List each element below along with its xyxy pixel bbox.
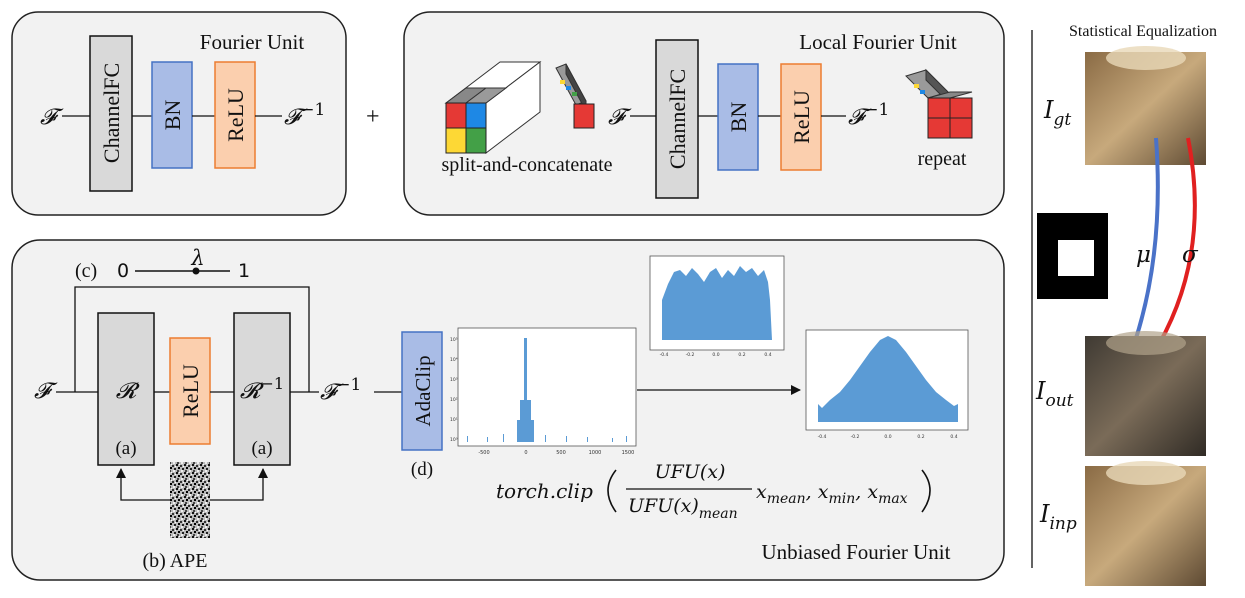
image-gt [1085, 52, 1206, 165]
lfu-channelfc-label: ChannelFC [665, 69, 690, 169]
lfu-channelfc-block [655, 39, 699, 199]
hist2-tick: 0.0 [712, 352, 719, 358]
fu-relu-label: ReLU [223, 88, 248, 142]
histogram-clipped-flat: -0.4 -0.2 0.0 0.2 0.4 [649, 255, 785, 358]
hist1-ytick: 10⁴ [450, 357, 458, 363]
mu-label: μ [1136, 242, 1151, 268]
svg-text:xmean, xmin, xmax: xmean, xmin, xmax [756, 481, 908, 507]
ufu-relu-label: ReLU [178, 364, 203, 418]
sigma-label: σ [1182, 242, 1199, 268]
fu-bn-block [151, 61, 193, 169]
hist1-ytick: 10⁰ [450, 437, 458, 443]
hist3-tick: 0.2 [917, 434, 924, 440]
fourier-unit-panel: Fourier Unit 𝓕 ChannelFC BN ReLU 𝓕−1 [11, 11, 347, 216]
unbiased-fourier-unit-title: Unbiased Fourier Unit [762, 540, 951, 564]
statistical-equalization-panel: Statistical Equalization Igt μ σ Iout Ii… [1035, 23, 1217, 586]
fu-channelfc-block [89, 35, 133, 192]
concatenated-cube-icon [555, 63, 595, 129]
local-fourier-unit-panel: Local Fourier Unit split-and-concatenate… [403, 11, 1005, 216]
histogram-equalized: -0.4 -0.2 0.0 0.2 0.4 [805, 329, 969, 440]
repeat-label: repeat [918, 148, 967, 170]
r-inverse-block [233, 312, 291, 466]
fu-bn-label: BN [160, 100, 185, 131]
fu-channelfc-label: ChannelFC [99, 63, 124, 163]
i-inp-label: Iinp [1039, 500, 1077, 534]
adaclip-d-label: (d) [411, 459, 433, 480]
svg-text:torch.clip: torch.clip [496, 479, 593, 503]
adaclip-label: AdaClip [411, 355, 435, 426]
hist1-tick: -500 [478, 450, 489, 456]
hist2-tick: 0.2 [738, 352, 745, 358]
ape-noise-patch [170, 462, 210, 538]
hist1-tick: 1500 [622, 450, 635, 456]
hist1-tick: 0 [524, 450, 527, 456]
r-block-label: 𝓡 [116, 379, 140, 404]
fu-output-symbol: 𝓕−1 [284, 100, 325, 130]
repeat-cube-icon [905, 68, 973, 139]
lfu-bn-label: BN [726, 102, 751, 133]
lambda-symbol: λ [190, 246, 204, 270]
unbiased-fourier-unit-panel: Unbiased Fourier Unit (c) 0 λ 1 𝓕 𝓡 (a) … [11, 239, 1005, 581]
adaclip-block [401, 331, 443, 451]
r-inverse-block-a-label: (a) [251, 438, 272, 459]
hist1-ytick: 10⁵ [450, 337, 458, 343]
split-and-concatenate-label: split-and-concatenate [441, 154, 612, 176]
lambda-slider-knob [192, 267, 200, 275]
lambda-min-label: 0 [117, 260, 129, 282]
split-cube-icon [444, 60, 542, 155]
adaclip-formula: torch.clip UFU(x) UFU(x)mean xmean, xmin… [496, 461, 931, 522]
i-gt-label: Igt [1043, 96, 1071, 130]
ape-label: (b) APE [143, 550, 208, 572]
lfu-output-symbol: 𝓕−1 [848, 100, 889, 130]
lambda-max-label: 1 [238, 260, 250, 282]
ufu-output-symbol: 𝓕−1 [320, 375, 361, 405]
local-fourier-unit-title: Local Fourier Unit [799, 30, 957, 54]
mask-center [1058, 240, 1094, 276]
hist3-tick: -0.2 [851, 434, 860, 440]
hist2-tick: 0.4 [764, 352, 771, 358]
i-out-label: Iout [1035, 377, 1074, 411]
hist1-tick: 1000 [589, 450, 602, 456]
lfu-relu-block [780, 63, 822, 171]
hist1-ytick: 10¹ [450, 417, 458, 423]
hist1-tick: 500 [556, 450, 566, 456]
lfu-bn-block [717, 63, 759, 171]
c-label: (c) [75, 260, 97, 282]
hist3-tick: 0.4 [950, 434, 957, 440]
hist3-tick: 0.0 [884, 434, 891, 440]
statistical-equalization-title: Statistical Equalization [1069, 23, 1217, 40]
histogram-raw: -500 0 500 1000 1500 10⁵ 10⁴ 10³ 10² 10¹… [450, 327, 637, 456]
lfu-relu-label: ReLU [789, 90, 814, 144]
hist1-ytick: 10³ [450, 377, 458, 383]
image-out [1085, 336, 1206, 456]
svg-text:UFU(x): UFU(x) [655, 461, 726, 483]
fourier-unit-title: Fourier Unit [200, 30, 305, 54]
plus-sign: + [366, 104, 380, 130]
ufu-relu-block [169, 337, 211, 445]
image-inp [1085, 466, 1206, 586]
sigma-arrow [1149, 137, 1197, 360]
hist2-tick: -0.4 [660, 352, 669, 358]
hist2-tick: -0.2 [686, 352, 695, 358]
r-inverse-block-label: 𝓡−1 [240, 374, 284, 404]
fu-relu-block [214, 61, 256, 169]
svg-text:UFU(x)mean: UFU(x)mean [628, 495, 738, 522]
r-block [97, 312, 155, 466]
r-block-a-label: (a) [115, 438, 136, 459]
hist1-ytick: 10² [450, 397, 458, 403]
hist3-tick: -0.4 [818, 434, 827, 440]
